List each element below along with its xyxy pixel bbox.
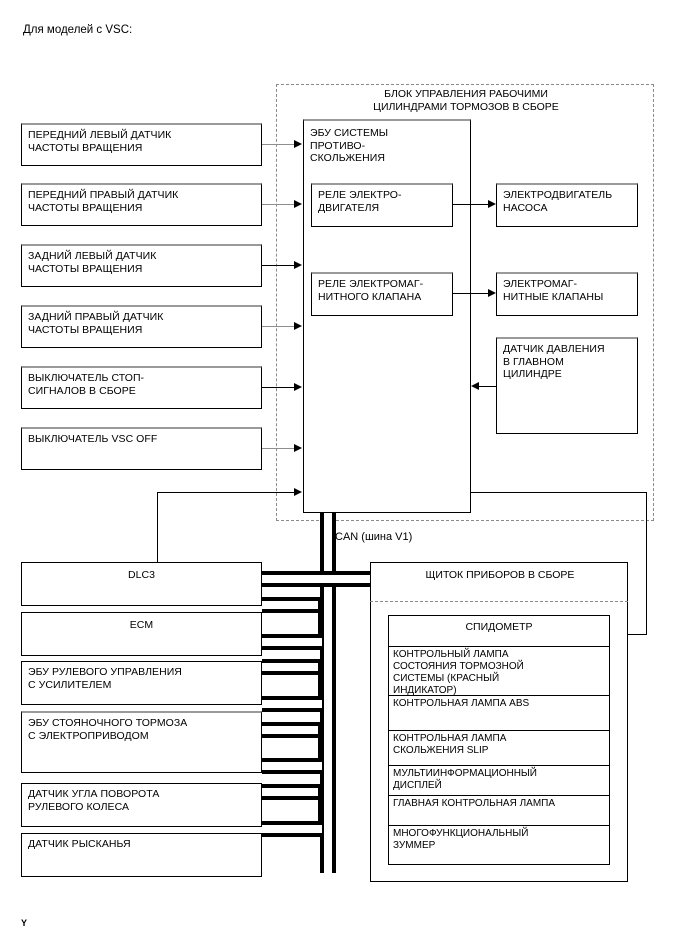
brake-actuator-group-border [276, 84, 654, 521]
can-branch-ecm-drop [318, 597, 322, 642]
bus-node-steering-angle-sensor[interactable]: ДАТЧИК УГЛА ПОВОРОТА РУЛЕВОГО КОЛЕСА [21, 783, 262, 827]
solenoid-valves-box[interactable]: ЭЛЕКТРОМАГ- НИТНЫЕ КЛАПАНЫ [496, 272, 638, 316]
cluster-item-brake-warning-lamp[interactable]: КОНТРОЛЬНЫЙ ЛАМПА СОСТОЯНИЯ ТОРМОЗНОЙ СИ… [388, 647, 610, 696]
can-branch-steering-angle [262, 696, 322, 712]
connector-stop-lamp [262, 387, 295, 388]
can-bus-vertical-trunk [320, 513, 336, 873]
arrowhead-solenoid-valves [488, 289, 496, 297]
sensor-box-rear-right-speed[interactable]: ЗАДНИЙ ПРАВЫЙ ДАТЧИК ЧАСТОТЫ ВРАЩЕНИЯ [21, 305, 262, 348]
can-branch-eps [262, 634, 322, 650]
can-branch-yaw [262, 722, 322, 738]
sensor-box-front-right-speed[interactable]: ПЕРЕДНИЙ ПРАВЫЙ ДАТЧИК ЧАСТОТЫ ВРАЩЕНИЯ [21, 183, 262, 226]
can-branch-ecm [262, 597, 322, 613]
brake-actuator-group-label: БЛОК УПРАВЛЕНИЯ РАБОЧИМИ ЦИЛИНДРАМИ ТОРМ… [373, 88, 559, 113]
can-branch-lower-drop [318, 784, 322, 829]
bus-node-yaw-rate-sensor[interactable]: ДАТЧИК РЫСКАНЬЯ [21, 833, 262, 877]
can-branch-lower-a [262, 758, 322, 774]
can-bus-label: CAN (шина V1) [335, 531, 413, 543]
connector-rear-right [262, 326, 295, 327]
connector-rear-left [262, 265, 295, 266]
dlc3-feedback-horizontal [157, 492, 296, 493]
pump-motor-box[interactable]: ЭЛЕКТРОДВИГАТЕЛЬ НАСОСА [496, 183, 638, 227]
arrowhead-vsc-off [294, 444, 302, 452]
sensor-box-stop-lamp-switch[interactable]: ВЫКЛЮЧАТЕЛЬ СТОП- СИГНАЛОВ В СБОРЕ [21, 366, 262, 409]
instrument-cluster-title: ЩИТОК ПРИБОРОВ В СБОРЕ [425, 569, 575, 581]
arrowhead-pump-motor [488, 200, 496, 208]
skid-control-ecu-label: ЭБУ СИСТЕМЫ ПРОТИВО- СКОЛЬЖЕНИЯ [310, 127, 389, 164]
sensor-box-vsc-off-switch[interactable]: ВЫКЛЮЧАТЕЛЬ VSC OFF [21, 427, 262, 470]
ecu-to-speedometer-horizontal-top [471, 492, 647, 493]
ecu-to-speedometer-vertical [646, 492, 647, 635]
cluster-item-multi-information-display[interactable]: МУЛЬТИИНФОРМАЦИОННЫЙ ДИСПЛЕЙ [388, 766, 610, 796]
page-caption: Для моделей с VSC: [23, 24, 133, 36]
page-bottom-marker: Y [21, 918, 28, 928]
can-branch-cluster [336, 571, 370, 587]
sensor-box-rear-left-speed[interactable]: ЗАДНИЙ ЛЕВЫЙ ДАТЧИК ЧАСТОТЫ ВРАЩЕНИЯ [21, 244, 262, 287]
link-pressure-sensor-to-ecu [479, 386, 496, 387]
link-motor-relay-to-pump [453, 204, 489, 205]
link-solenoid-relay-to-valves [453, 293, 489, 294]
can-branch-lower-c [262, 821, 322, 837]
bus-node-ecm[interactable]: ECM [21, 612, 262, 656]
motor-relay-box[interactable]: РЕЛЕ ЭЛЕКТРО- ДВИГАТЕЛЯ [311, 183, 453, 227]
skid-control-ecu-box[interactable]: ЭБУ СИСТЕМЫ ПРОТИВО- СКОЛЬЖЕНИЯ [303, 119, 471, 513]
arrowhead-pressure-sensor [471, 382, 479, 390]
sensor-box-front-left-speed[interactable]: ПЕРЕДНИЙ ЛЕВЫЙ ДАТЧИК ЧАСТОТЫ ВРАЩЕНИЯ [21, 123, 262, 166]
cluster-item-abs-warning-lamp[interactable]: КОНТРОЛЬНАЯ ЛАМПА ABS [388, 696, 610, 731]
arrowhead-stop-lamp [294, 383, 302, 391]
dlc3-feedback-vertical [157, 492, 158, 563]
bus-node-dlc3[interactable]: DLC3 [21, 562, 262, 606]
master-cylinder-pressure-sensor-box[interactable]: ДАТЧИК ДАВЛЕНИЯ В ГЛАВНОМ ЦИЛИНДРЕ [496, 337, 638, 434]
bus-node-power-steering-ecu[interactable]: ЭБУ РУЛЕВОГО УПРАВЛЕНИЯ С УСИЛИТЕЛЕМ [21, 661, 262, 705]
can-branch-yaw-drop [318, 722, 322, 767]
connector-vsc-off [262, 448, 295, 449]
arrowhead-rear-right [294, 322, 302, 330]
arrowhead-front-left [294, 140, 302, 148]
can-branch-epb [262, 659, 322, 675]
connector-front-right [262, 204, 295, 205]
cluster-item-multifunction-buzzer[interactable]: МНОГОФУНКЦИОНАЛЬНЫЙ ЗУММЕР [388, 826, 610, 865]
can-branch-lower-b [262, 784, 322, 800]
can-branch-epb-drop [318, 659, 322, 704]
connector-front-left [262, 144, 295, 145]
bus-node-parking-brake-ecu[interactable]: ЭБУ СТОЯНОЧНОГО ТОРМОЗА С ЭЛЕКТРОПРИВОДО… [21, 711, 262, 773]
cluster-item-master-warning-lamp[interactable]: ГЛАВНАЯ КОНТРОЛЬНАЯ ЛАМПА [388, 796, 610, 826]
instrument-cluster-divider [370, 601, 628, 882]
solenoid-relay-box[interactable]: РЕЛЕ ЭЛЕКТРОМАГ- НИТНОГО КЛАПАНА [311, 272, 453, 316]
cluster-item-slip-indicator-lamp[interactable]: КОНТРОЛЬНАЯ ЛАМПА СКОЛЬЖЕНИЯ SLIP [388, 731, 610, 766]
speedometer-box[interactable]: СПИДОМЕТР [388, 615, 610, 647]
arrowhead-front-right [294, 200, 302, 208]
arrowhead-rear-left [294, 261, 302, 269]
arrowhead-dlc3-feedback [294, 488, 302, 496]
